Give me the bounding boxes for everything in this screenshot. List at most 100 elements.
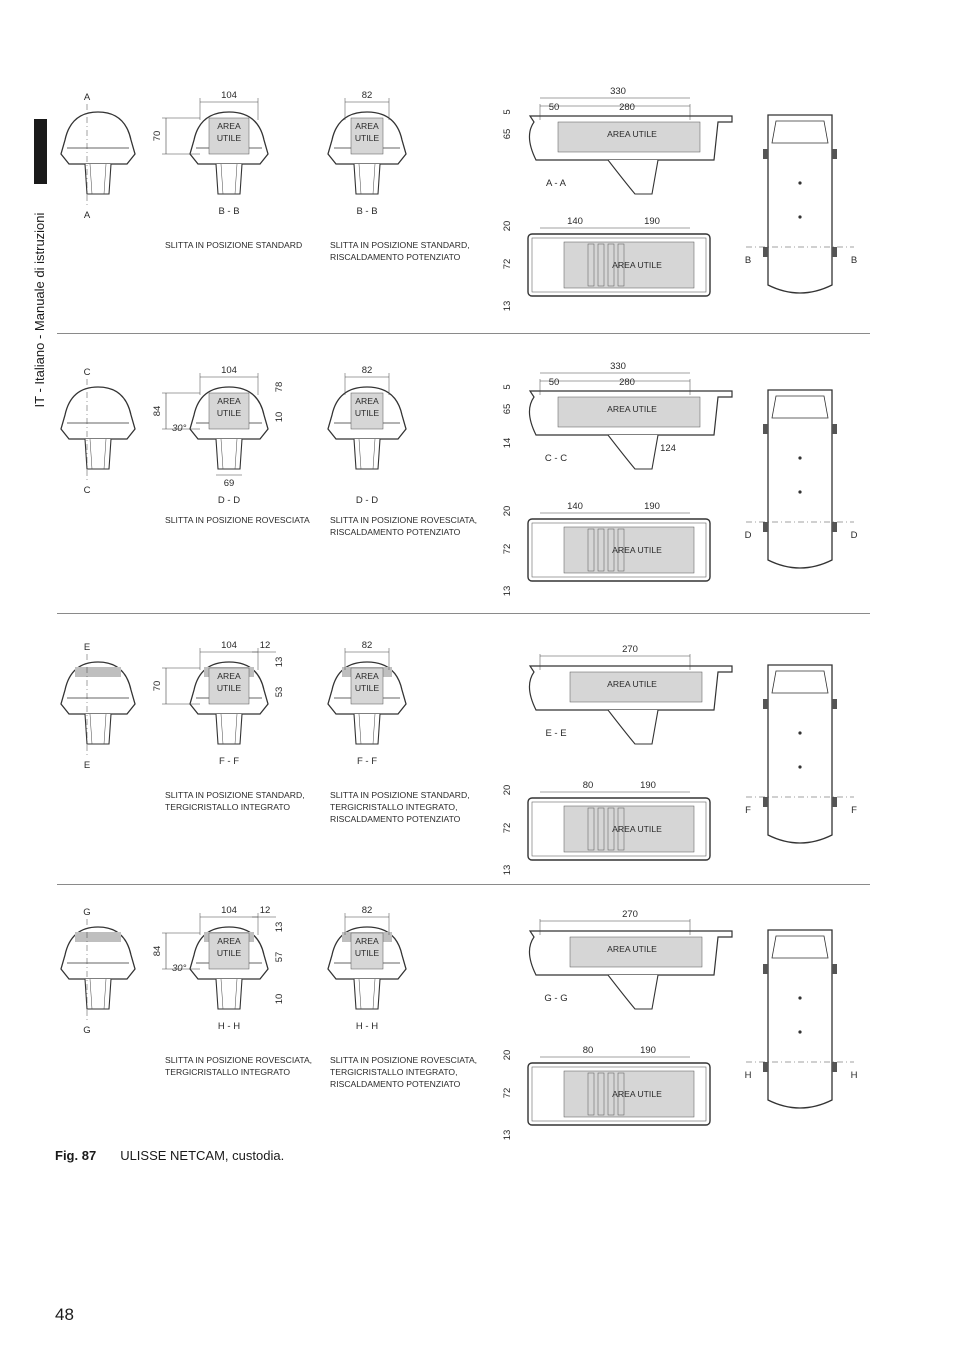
front-view: GG bbox=[60, 907, 136, 1036]
side-area-label: AREA UTILE bbox=[607, 679, 657, 689]
dimension-top-right: 190 bbox=[644, 216, 660, 227]
dimension-top-offset: 5 bbox=[502, 384, 513, 389]
area-label-line2: UTILE bbox=[355, 408, 380, 418]
dimension-top-offset: 5 bbox=[502, 109, 513, 114]
dimension-width: 82 bbox=[362, 905, 373, 916]
support-stem-outline bbox=[215, 163, 243, 195]
section-caption: TERGICRISTALLO INTEGRATO bbox=[165, 1067, 290, 1077]
end-latch bbox=[763, 964, 768, 974]
bracket-outline bbox=[607, 974, 659, 1010]
connector-block bbox=[617, 807, 625, 851]
section-caption: RISCALDAMENTO POTENZIATO bbox=[330, 252, 461, 262]
section-title: E - E bbox=[545, 728, 566, 739]
section-caption: SLITTA IN POSIZIONE STANDARD, bbox=[330, 790, 470, 800]
end-visor-outline bbox=[771, 670, 829, 694]
screw-dot bbox=[798, 1030, 802, 1034]
dimension-top-left: 80 bbox=[583, 780, 594, 791]
top-useful-area bbox=[563, 805, 695, 853]
dimension-line bbox=[220, 163, 224, 195]
dimension-height: 70 bbox=[152, 131, 163, 142]
dimension-bottom-width: 69 bbox=[224, 478, 235, 489]
useful-area bbox=[208, 667, 250, 705]
end-housing-outline bbox=[767, 664, 833, 844]
dimension-top-height: 72 bbox=[502, 259, 513, 270]
dimension-line bbox=[103, 978, 107, 1010]
front-view: CC bbox=[60, 367, 136, 496]
section-letter: H bbox=[745, 1070, 752, 1081]
support-stem-outline bbox=[353, 438, 381, 470]
area-label-line1: AREA bbox=[217, 936, 241, 946]
front-view: EE bbox=[60, 642, 136, 771]
area-label-line2: UTILE bbox=[355, 948, 380, 958]
top-inner-frame bbox=[531, 522, 707, 578]
section-letter: G bbox=[83, 1025, 90, 1036]
dimension-top-bottom: 13 bbox=[502, 1130, 513, 1141]
section-letter: H bbox=[851, 1070, 858, 1081]
section-title: F - F bbox=[357, 756, 377, 767]
bracket-outline bbox=[607, 709, 659, 745]
side-useful-area bbox=[557, 121, 701, 153]
area-label-line2: UTILE bbox=[217, 408, 242, 418]
row-separator bbox=[57, 333, 870, 334]
dimension-line bbox=[220, 438, 224, 470]
dimension-line bbox=[234, 978, 238, 1010]
dimension-line bbox=[358, 978, 362, 1010]
connector-block bbox=[607, 243, 615, 287]
area-label-line1: AREA bbox=[355, 671, 379, 681]
dimension-left-length: 50 bbox=[549, 377, 560, 388]
end-latch bbox=[763, 424, 768, 434]
section-title: D - D bbox=[356, 495, 378, 506]
dimension-offset-height: 13 bbox=[274, 657, 285, 668]
dimension-line bbox=[234, 713, 238, 745]
useful-area bbox=[350, 392, 384, 430]
support-stem-outline bbox=[353, 713, 381, 745]
section-caption: RISCALDAMENTO POTENZIATO bbox=[330, 527, 461, 537]
section-caption: SLITTA IN POSIZIONE ROVESCIATA, bbox=[330, 515, 477, 525]
screw-dot bbox=[798, 731, 802, 735]
page-number: 48 bbox=[55, 1305, 74, 1324]
dimension-top-right: 190 bbox=[644, 501, 660, 512]
dimension-line bbox=[372, 713, 376, 745]
dimension-offset-height: 78 bbox=[274, 382, 285, 393]
front-view: AA bbox=[60, 92, 136, 221]
housing-dome-outline bbox=[60, 386, 136, 440]
top-area-label: AREA UTILE bbox=[612, 1089, 662, 1099]
side-useful-area bbox=[569, 671, 703, 703]
section-caption: TERGICRISTALLO INTEGRATO, bbox=[330, 1067, 458, 1077]
dimension-height: 70 bbox=[152, 681, 163, 692]
dimension-width: 82 bbox=[362, 640, 373, 651]
section-letter: E bbox=[84, 642, 90, 653]
section-caption: SLITTA IN POSIZIONE STANDARD bbox=[165, 240, 302, 250]
dimension-top-right: 190 bbox=[640, 1045, 656, 1056]
dimension-inner-height: 53 bbox=[274, 687, 285, 698]
section-title: H - H bbox=[218, 1021, 240, 1032]
support-stem-outline bbox=[353, 163, 381, 195]
dimension-side-height: 65 bbox=[502, 404, 513, 415]
area-label-line1: AREA bbox=[355, 396, 379, 406]
area-label-line2: UTILE bbox=[217, 133, 242, 143]
dimension-line bbox=[89, 163, 93, 195]
dimension-line bbox=[372, 163, 376, 195]
wiper-shade bbox=[75, 932, 121, 942]
dimension-total-length: 270 bbox=[622, 909, 638, 920]
connector-block bbox=[607, 807, 615, 851]
section-title: B - B bbox=[218, 206, 239, 217]
row-separator bbox=[57, 613, 870, 614]
connector-block bbox=[607, 528, 615, 572]
section-caption: SLITTA IN POSIZIONE ROVESCIATA bbox=[165, 515, 310, 525]
dimension-line bbox=[358, 163, 362, 195]
dimension-line bbox=[372, 438, 376, 470]
dimension-right-length: 280 bbox=[619, 377, 635, 388]
section-letter: G bbox=[83, 907, 90, 918]
